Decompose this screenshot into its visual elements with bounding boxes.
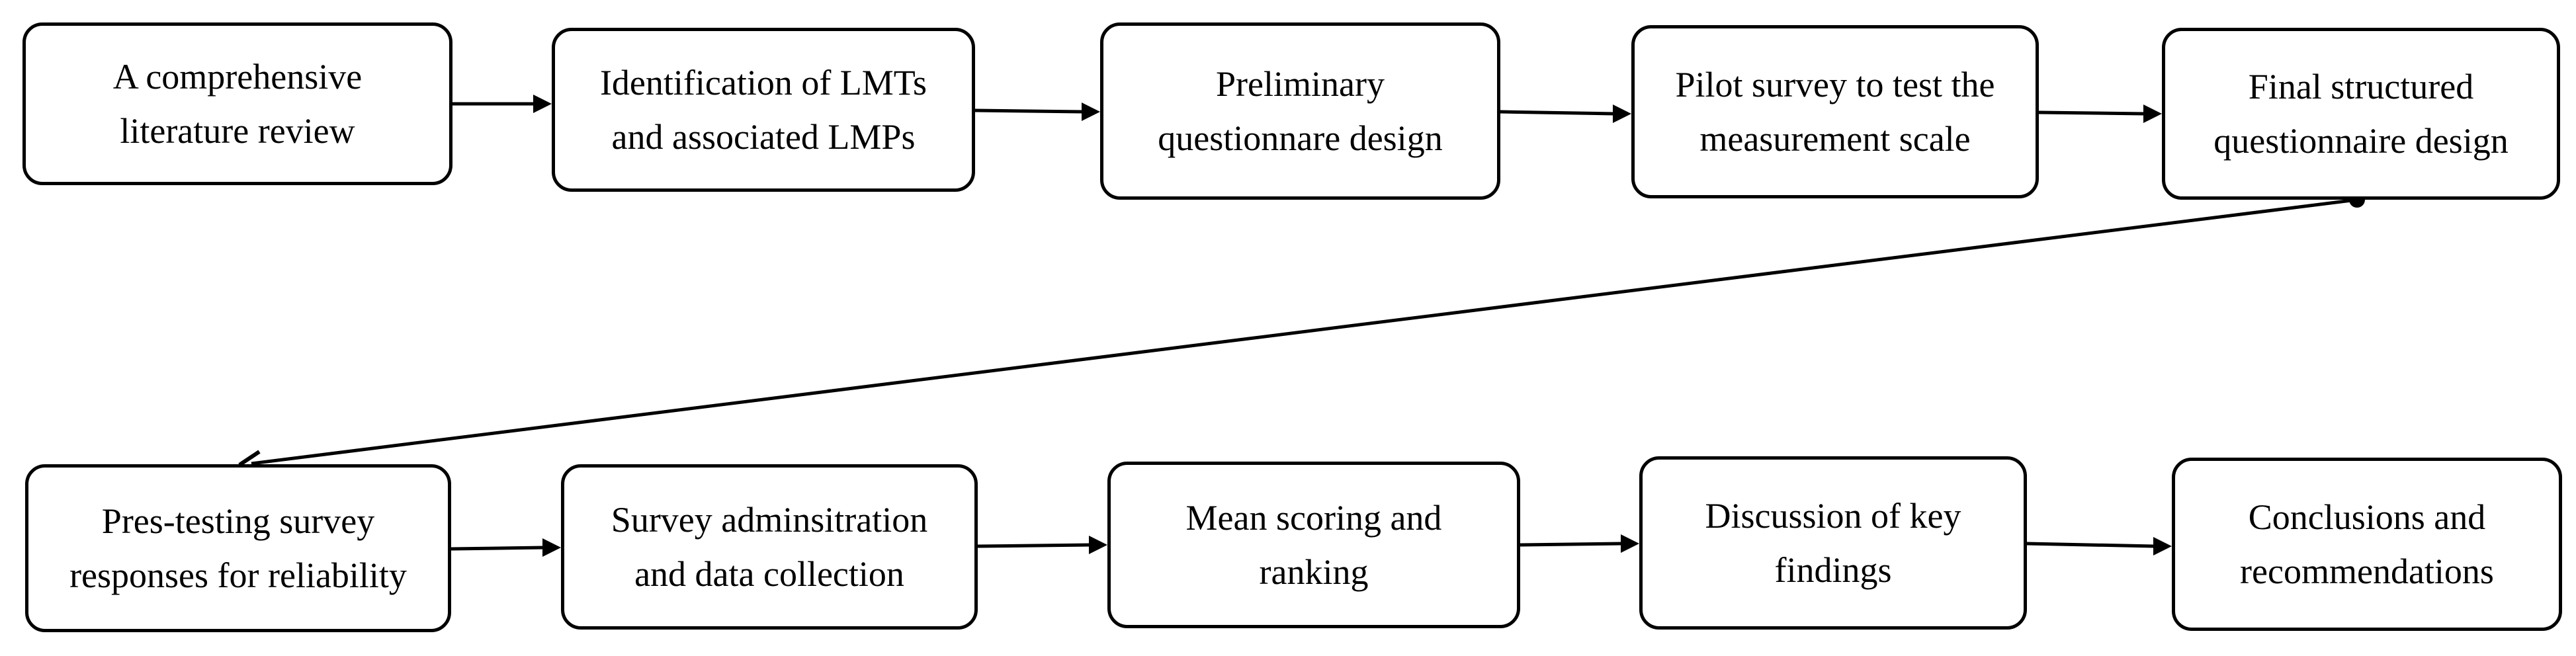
step-label: Mean scoring and ranking (1185, 498, 1442, 592)
arrowhead-9-to-10 (2153, 537, 2172, 555)
step-label: Pres-testing survey responses for reliab… (69, 501, 407, 595)
arrow-8-to-9 (1520, 542, 1623, 547)
arrowhead-1-to-2 (533, 95, 552, 113)
arrow-9-to-10 (2026, 542, 2155, 548)
step-box-mean-scoring: Mean scoring and ranking (1107, 462, 1520, 628)
step-label: Conclusions and recommendations (2240, 497, 2494, 591)
step-box-survey-administration: Survey adminsitration and data collectio… (561, 464, 978, 630)
step-box-preliminary-design: Preliminary questionnare design (1100, 22, 1500, 200)
arrow-2-to-3 (974, 108, 1084, 114)
step-label: Discussion of key findings (1705, 496, 1961, 590)
arrow-7-to-8 (977, 543, 1091, 548)
arrow-5-to-6 (251, 198, 2358, 466)
arrowhead-8-to-9 (1621, 534, 1639, 553)
step-label: Final structured questionnaire design (2213, 67, 2509, 161)
step-box-pre-testing: Pres-testing survey responses for reliab… (25, 464, 451, 632)
step-box-discussion: Discussion of key findings (1639, 456, 2027, 630)
step-label: Pilot survey to test the measurement sca… (1675, 65, 1995, 159)
arrow-4-to-5 (2038, 110, 2145, 116)
step-box-final-design: Final structured questionnaire design (2162, 28, 2560, 200)
step-label: Preliminary questionnare design (1158, 64, 1443, 158)
step-label: A comprehensive literature review (112, 57, 363, 151)
arrow-6-to-7 (451, 546, 544, 551)
arrow-3-to-4 (1500, 110, 1615, 116)
arrowhead-2-to-3 (1082, 102, 1100, 121)
arrowhead-7-to-8 (1089, 536, 1107, 554)
arrowhead-4-to-5 (2143, 104, 2162, 123)
arrowhead-3-to-4 (1613, 104, 1631, 123)
step-box-literature-review: A comprehensive literature review (22, 22, 452, 185)
arrowhead-6-to-7 (542, 538, 561, 557)
step-box-identification: Identification of LMTs and associated LM… (552, 28, 975, 192)
step-label: Identification of LMTs and associated LM… (599, 63, 927, 157)
step-label: Survey adminsitration and data collectio… (611, 500, 928, 594)
step-box-conclusions: Conclusions and recommendations (2172, 458, 2562, 631)
step-box-pilot-survey: Pilot survey to test the measurement sca… (1631, 25, 2039, 198)
